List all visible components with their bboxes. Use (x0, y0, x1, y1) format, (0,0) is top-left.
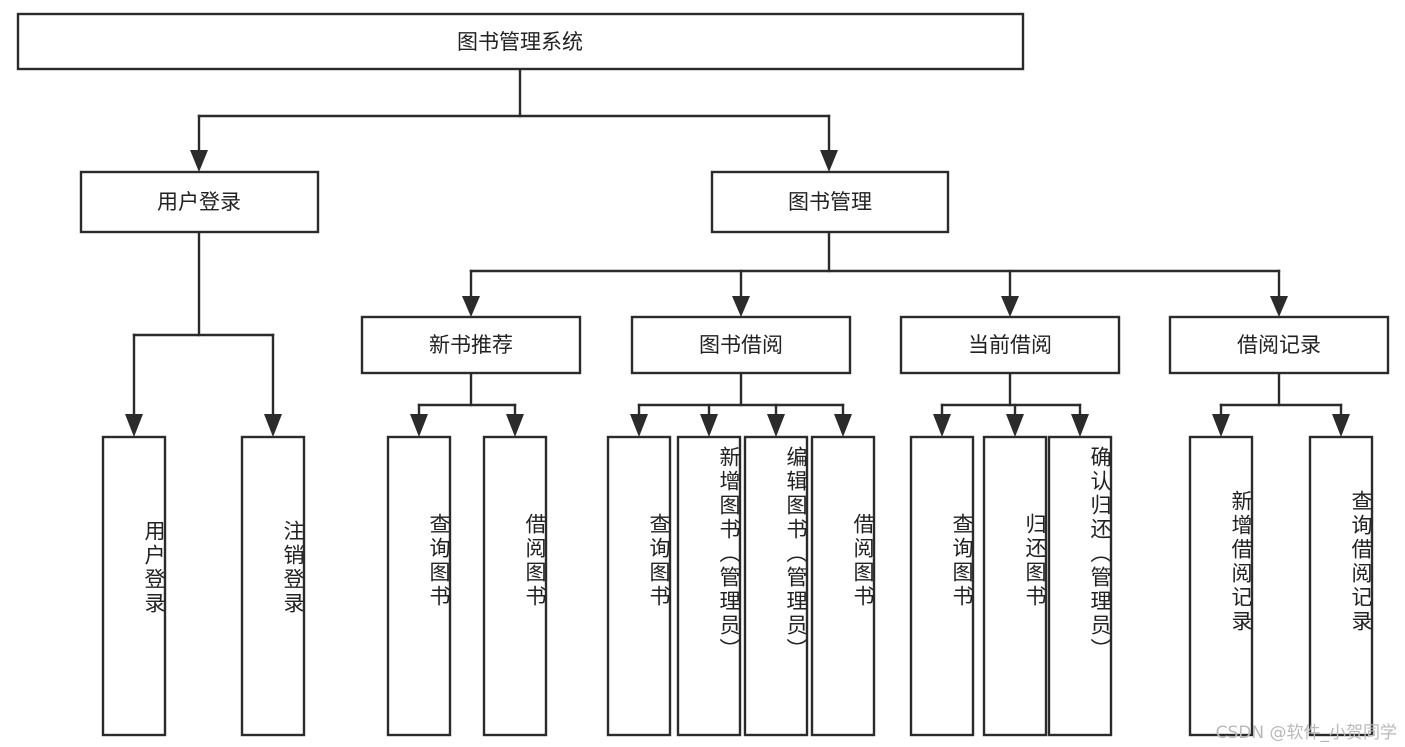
leaf-box-query-borrow-record[interactable] (1308, 435, 1374, 737)
node-book-management-box[interactable] (710, 170, 950, 234)
arrowhead-bb-leaf-2 (700, 414, 718, 437)
node-root-label: 图书管理系统 (457, 30, 583, 54)
leaf-box-borrow-book-rec[interactable] (482, 435, 548, 737)
arrowhead-leaf-user-login (125, 414, 143, 437)
arrowhead-user-login (190, 150, 208, 172)
node-user-login-box[interactable] (79, 170, 320, 234)
leaf-box-return-book[interactable] (982, 435, 1048, 737)
node-user-login[interactable]: 用户登录 (79, 170, 320, 234)
node-current-borrow[interactable]: 当前借阅 (899, 315, 1121, 375)
leaf-box-logout[interactable] (240, 435, 306, 737)
node-new-book-recommend[interactable]: 新书推荐 (360, 315, 582, 375)
node-current-borrow-label: 当前借阅 (968, 333, 1052, 357)
node-book-borrow-label: 图书借阅 (699, 333, 783, 357)
leaf-box-query-book-rec[interactable] (386, 435, 452, 737)
arrowhead-br-leaf-1 (1212, 414, 1230, 437)
arrowhead-new-book-rec (462, 296, 480, 317)
node-current-borrow-box[interactable] (899, 315, 1121, 375)
watermark-text: CSDN @软件_小贺同学 (1215, 723, 1397, 743)
node-book-management-label: 图书管理 (788, 190, 872, 214)
node-borrow-record-label: 借阅记录 (1237, 333, 1321, 357)
node-user-login-label: 用户登录 (157, 190, 241, 214)
arrowhead-current-borrow (1001, 296, 1019, 317)
leaf-boxes (101, 435, 1374, 737)
connector-layer (125, 67, 1350, 437)
node-book-borrow[interactable]: 图书借阅 (630, 315, 852, 375)
arrowhead-cb-leaf-3 (1071, 414, 1089, 437)
arrowhead-cb-leaf-1 (933, 414, 951, 437)
leaf-box-confirm-return-admin[interactable] (1047, 435, 1113, 737)
arrowhead-cb-leaf-2 (1006, 414, 1024, 437)
leaf-box-user-login[interactable] (101, 435, 167, 737)
arrowhead-leaf-logout (264, 414, 282, 437)
arrowhead-book-borrow (732, 296, 750, 317)
arrowhead-book-mgmt (820, 150, 838, 172)
arrowhead-br-leaf-2 (1332, 414, 1350, 437)
arrowhead-borrow-record (1270, 296, 1288, 317)
arrowhead-bb-leaf-3 (767, 414, 785, 437)
leaf-box-add-borrow-record[interactable] (1188, 435, 1254, 737)
arrowhead-bb-leaf-4 (834, 414, 852, 437)
leaf-box-add-book-admin[interactable] (676, 435, 742, 737)
node-new-book-recommend-label: 新书推荐 (429, 333, 513, 357)
node-root[interactable]: 图书管理系统 (16, 12, 1025, 71)
arrowhead-bb-leaf-1 (630, 414, 648, 437)
node-borrow-record[interactable]: 借阅记录 (1168, 315, 1390, 375)
leaf-box-borrow-book[interactable] (810, 435, 876, 737)
node-book-management[interactable]: 图书管理 (710, 170, 950, 234)
leaf-box-edit-book-admin[interactable] (743, 435, 809, 737)
leaf-box-query-book-current[interactable] (909, 435, 975, 737)
node-book-borrow-box[interactable] (630, 315, 852, 375)
node-borrow-record-box[interactable] (1168, 315, 1390, 375)
arrowhead-nbr-leaf-1 (410, 414, 428, 437)
node-new-book-recommend-box[interactable] (360, 315, 582, 375)
leaf-box-query-book-borrow[interactable] (606, 435, 672, 737)
node-root-box[interactable] (16, 12, 1025, 71)
arrowhead-nbr-leaf-2 (506, 414, 524, 437)
